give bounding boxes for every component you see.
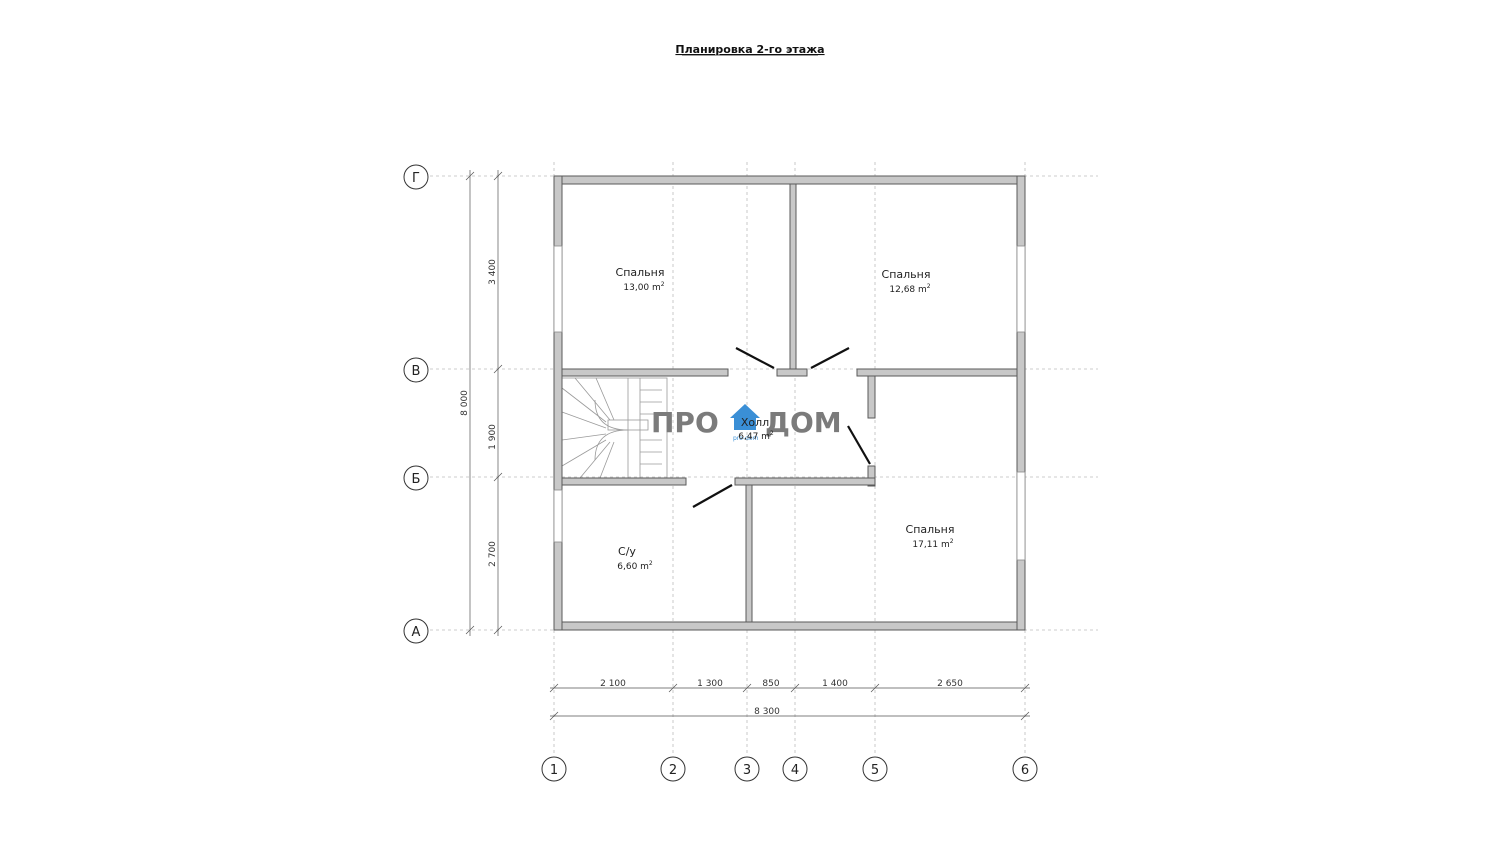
- axis-marker-3: 3: [734, 756, 760, 782]
- door-bedroom-3: [847, 425, 871, 465]
- grid-lines-horizontal: [430, 175, 1098, 631]
- svg-text:6: 6: [1021, 763, 1029, 778]
- svg-text:В: В: [412, 364, 421, 379]
- dim-horizontal-3: 850: [762, 679, 779, 689]
- dim-horizontal-4: 1 400: [822, 679, 848, 689]
- vertical-dimensions: 3 400 1 900 2 700 8 000: [460, 170, 503, 636]
- axis-marker-2: 2: [660, 756, 686, 782]
- room-area-bedroom-3: 17,11 m2: [912, 538, 953, 550]
- window-left-top: [553, 245, 563, 333]
- dim-horizontal-1: 2 100: [600, 679, 626, 689]
- horizontal-dimensions: 2 100 1 300 850 1 400 2 650 8 300: [549, 679, 1030, 721]
- logo-text-right: ДОМ: [765, 406, 842, 439]
- axis-marker-g: Г: [403, 164, 429, 190]
- logo-watermark: ПРО ДОМ pro-dom: [651, 404, 842, 442]
- window-right-top: [1016, 245, 1026, 333]
- room-name-bedroom-1: Спальня: [616, 266, 665, 279]
- axis-marker-6: 6: [1012, 756, 1038, 782]
- svg-text:4: 4: [791, 763, 799, 778]
- svg-text:2: 2: [669, 763, 677, 778]
- svg-text:3: 3: [743, 763, 751, 778]
- axis-marker-b: Б: [403, 465, 429, 491]
- door-bathroom: [692, 484, 733, 508]
- room-area-bathroom: 6,60 m2: [617, 560, 653, 572]
- axis-marker-a: А: [403, 618, 429, 644]
- axis-markers-numbers: 1 2 3 4 5 6: [541, 756, 1038, 782]
- logo-text-left: ПРО: [651, 406, 719, 439]
- svg-text:1: 1: [550, 763, 558, 778]
- window-left-bottom: [553, 489, 563, 543]
- room-name-hall: Холл: [741, 416, 769, 429]
- room-name-bedroom-3: Спальня: [906, 523, 955, 536]
- windows: [553, 245, 1026, 561]
- svg-text:Б: Б: [412, 472, 421, 487]
- door-bedroom-1: [735, 347, 775, 369]
- room-area-bedroom-2: 12,68 m2: [889, 283, 930, 295]
- svg-text:5: 5: [871, 763, 879, 778]
- dim-horizontal-2: 1 300: [697, 679, 723, 689]
- dim-vertical-1: 3 400: [488, 259, 498, 285]
- window-right-middle: [1016, 471, 1026, 561]
- room-name-bathroom: С/у: [618, 545, 636, 558]
- axis-marker-v: В: [403, 357, 429, 383]
- dim-vertical-2: 1 900: [488, 424, 498, 450]
- dim-horizontal-total: 8 300: [754, 707, 780, 717]
- room-labels: Спальня 13,00 m2 Спальня 12,68 m2 Холл 6…: [616, 266, 955, 572]
- room-name-bedroom-2: Спальня: [882, 268, 931, 281]
- svg-text:А: А: [412, 625, 421, 640]
- doors: [692, 347, 871, 508]
- axis-markers-letters: Г В Б А: [403, 164, 429, 644]
- staircase: [561, 377, 668, 479]
- walls: [553, 175, 1026, 631]
- page-title: Планировка 2-го этажа: [675, 43, 824, 56]
- axis-marker-1: 1: [541, 756, 567, 782]
- svg-text:Г: Г: [412, 171, 420, 186]
- dim-vertical-total: 8 000: [460, 390, 470, 416]
- door-bedroom-2: [810, 347, 850, 369]
- room-area-bedroom-1: 13,00 m2: [623, 281, 664, 293]
- axis-marker-4: 4: [782, 756, 808, 782]
- house-icon: [730, 404, 760, 430]
- dim-vertical-3: 2 700: [488, 541, 498, 567]
- dim-horizontal-5: 2 650: [937, 679, 963, 689]
- logo-small-text: pro-dom: [733, 435, 759, 442]
- room-area-hall: 6,47 m2: [738, 430, 774, 442]
- axis-marker-5: 5: [862, 756, 888, 782]
